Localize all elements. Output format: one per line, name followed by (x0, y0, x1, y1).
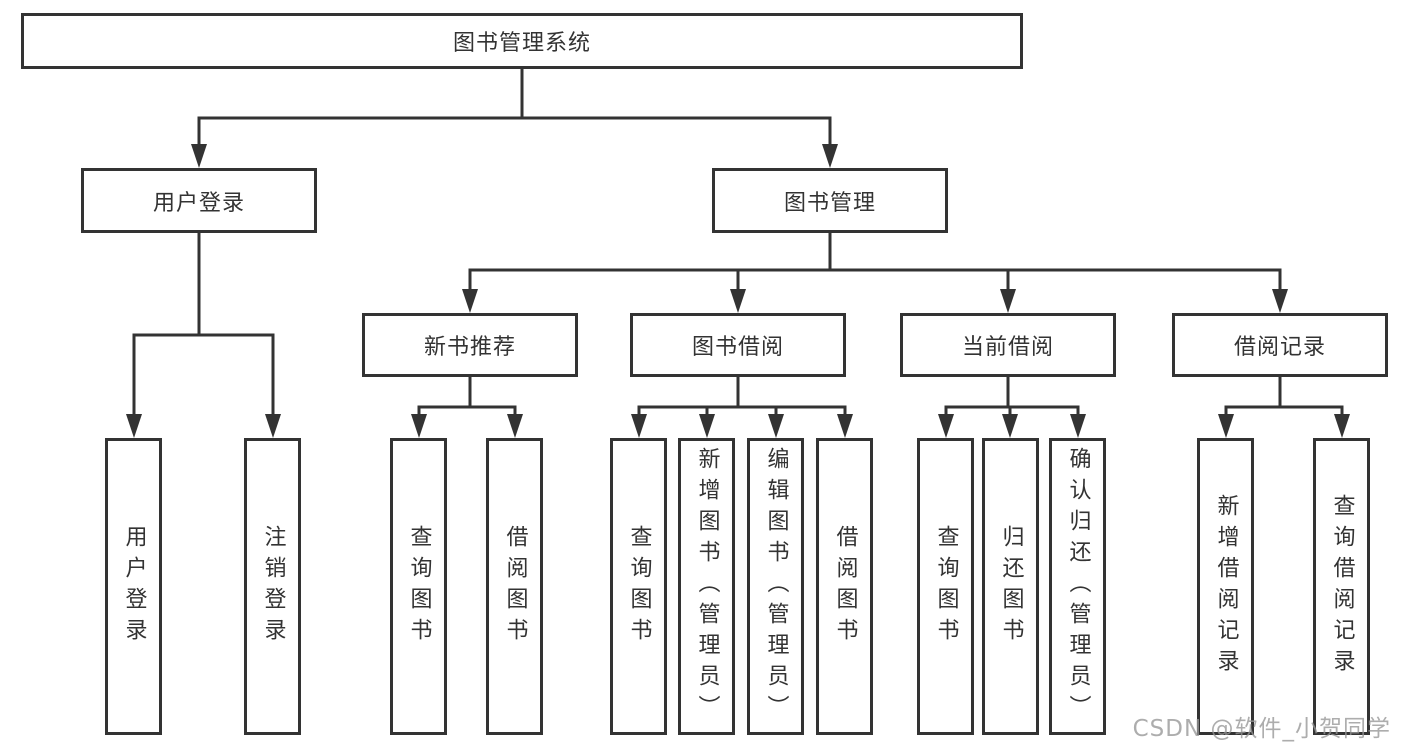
node-borrow-records: 借阅记录 (1172, 313, 1388, 377)
leaf-add-book-admin: 新增图书（管理员） (678, 438, 735, 735)
node-book-management: 图书管理 (712, 168, 948, 233)
leaf-query-books-current: 查询图书 (917, 438, 974, 735)
leaf-return-book: 归还图书 (982, 438, 1039, 735)
leaf-edit-book-admin: 编辑图书（管理员） (747, 438, 804, 735)
leaf-confirm-return-admin: 确认归还（管理员） (1049, 438, 1106, 735)
node-current-borrow: 当前借阅 (900, 313, 1116, 377)
node-user-login: 用户登录 (81, 168, 317, 233)
leaf-logout: 注销登录 (244, 438, 301, 735)
leaf-query-borrow-record: 查询借阅记录 (1313, 438, 1370, 735)
leaf-query-books-borrow: 查询图书 (610, 438, 667, 735)
leaf-query-books-recommend: 查询图书 (390, 438, 447, 735)
leaf-user-login: 用户登录 (105, 438, 162, 735)
leaf-add-borrow-record: 新增借阅记录 (1197, 438, 1254, 735)
node-new-book-recommend: 新书推荐 (362, 313, 578, 377)
node-book-borrow: 图书借阅 (630, 313, 846, 377)
csdn-watermark: CSDN @软件_小贺同学 (1132, 716, 1391, 742)
leaf-borrow-books: 借阅图书 (816, 438, 873, 735)
node-library-system: 图书管理系统 (21, 13, 1023, 69)
leaf-borrow-books-recommend: 借阅图书 (486, 438, 543, 735)
